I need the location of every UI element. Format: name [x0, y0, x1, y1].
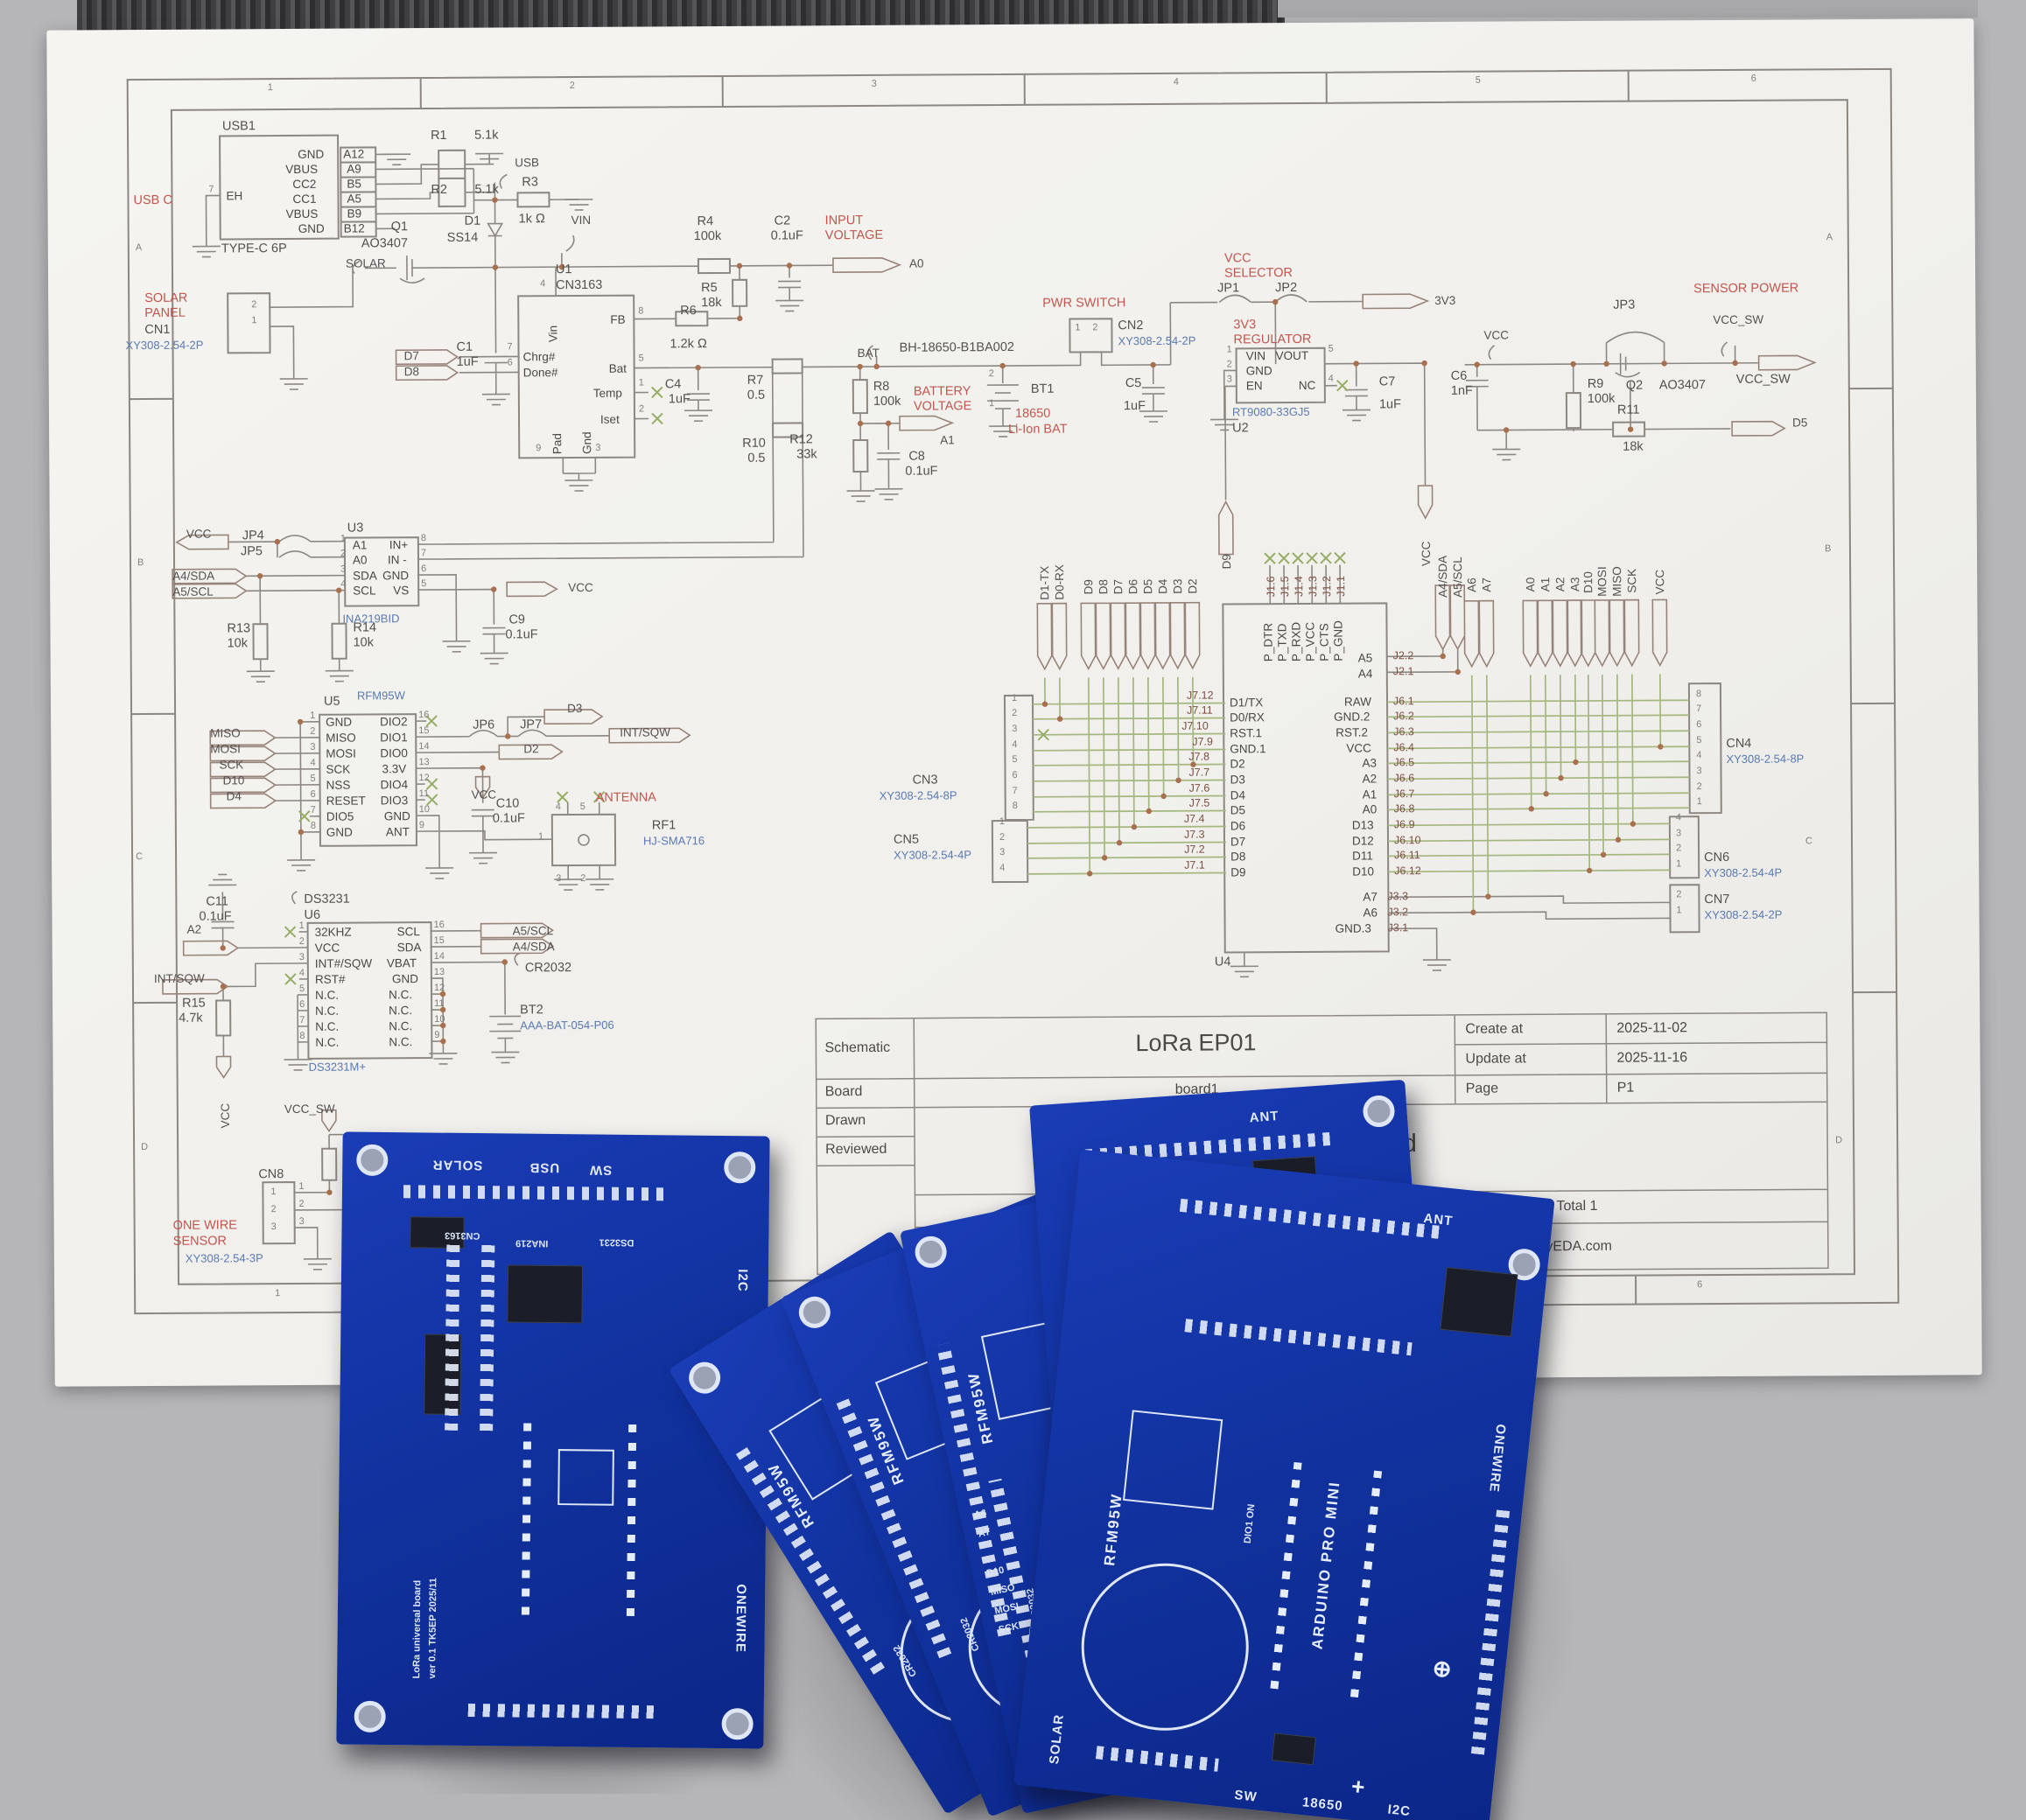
socket-holes [1270, 1461, 1302, 1690]
smd-component [1271, 1732, 1316, 1766]
module-footprint [557, 1449, 614, 1506]
pcb-silkscreen-label: SW [588, 1162, 613, 1178]
mounting-hole [794, 1292, 836, 1334]
pcb-silkscreen-label: USB [529, 1159, 560, 1176]
pcb-silkscreen-label: ONEWIRE [1486, 1423, 1509, 1494]
pcb-silkscreen-label: I2C [1386, 1802, 1412, 1820]
mounting-hole [683, 1355, 726, 1400]
pcb-silkscreen-label: ARDUINO PRO MINI [1308, 1480, 1343, 1650]
pcb-blank-board-top: RFM95W ARDUINO PRO MINI ANT ONEWIRE I2C SOLAR… [1013, 1149, 1555, 1820]
mounting-hole [354, 1700, 386, 1733]
pcb-silkscreen-label: INA219 [515, 1237, 549, 1249]
solder-pads [467, 1703, 661, 1719]
smd-component [1440, 1266, 1518, 1338]
socket-holes [1349, 1470, 1383, 1698]
solder-pads [445, 1237, 460, 1431]
socket-holes [626, 1423, 637, 1616]
pcb-silkscreen-label: DS3231 [599, 1236, 634, 1248]
pcb-silkscreen-label: DIO1 ON [1242, 1503, 1258, 1544]
pcb-silkscreen-label: CN3163 [445, 1229, 480, 1242]
pcb-silkscreen-label: ⊕ [1431, 1654, 1454, 1684]
pcb-silkscreen-label: RFM95W [1101, 1492, 1125, 1567]
pcb-silkscreen-label: D10 [985, 1564, 1006, 1579]
pcb-silkscreen-label: SOLAR [1047, 1713, 1067, 1766]
mounting-hole [912, 1233, 950, 1271]
pcb-silkscreen-label: SCK [997, 1620, 1020, 1636]
cr2032-holder [1073, 1555, 1258, 1740]
pcb-silkscreen-label: I2C [734, 1269, 751, 1292]
socket-holes [521, 1422, 532, 1615]
solder-pads [1179, 1198, 1442, 1240]
pcb-silkscreen-label: ANT [1422, 1210, 1455, 1229]
mounting-hole [724, 1152, 756, 1184]
rfm95w-footprint [1122, 1410, 1223, 1510]
solder-pads [403, 1185, 667, 1201]
pcb-silkscreen-label: LoRa universal board [411, 1579, 424, 1679]
mounting-hole [721, 1708, 754, 1740]
pcb-silkscreen-label: ver 0.1 TK5EP 2025/11 [427, 1578, 439, 1679]
solder-pads [480, 1238, 495, 1432]
smd-component [507, 1264, 584, 1324]
pcb-silkscreen-label: 18650 [1301, 1795, 1344, 1814]
pcb-silkscreen-label: ONEWIRE [733, 1584, 749, 1654]
pcb-silkscreen-label: + [1349, 1772, 1366, 1801]
pcb-silkscreen-label: SW [1233, 1787, 1258, 1805]
pcb-silkscreen-label: ANT [1249, 1108, 1280, 1126]
mounting-hole [1362, 1094, 1396, 1129]
solder-pads [1095, 1746, 1219, 1772]
solder-pads [1184, 1319, 1413, 1356]
mounting-hole [356, 1144, 389, 1177]
pcb-silkscreen-label: SOLAR [431, 1157, 483, 1173]
background [1278, 0, 1978, 18]
